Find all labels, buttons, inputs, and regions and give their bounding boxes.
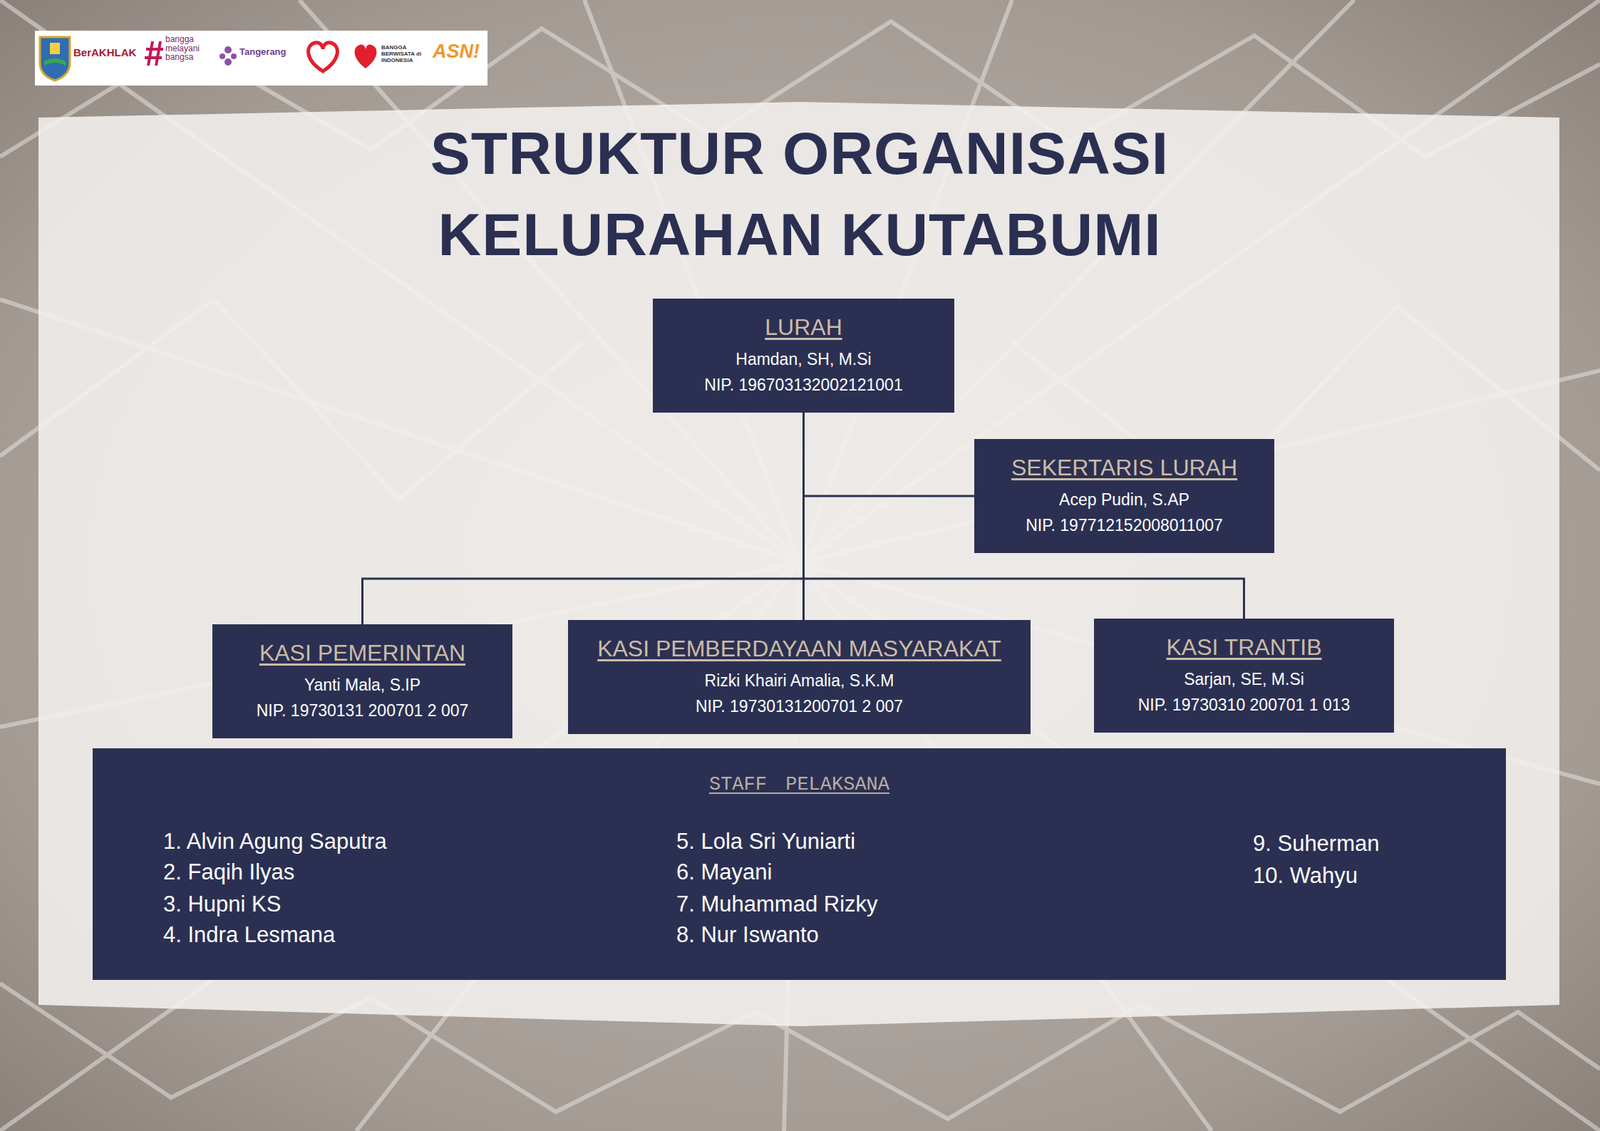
person-info: NIP. 19730131200701 2 007 xyxy=(695,694,903,720)
logo-text: BerAKHLAK xyxy=(73,47,142,60)
text-slot: 4. Indra Lesmana xyxy=(163,920,335,950)
title-slot: STRUKTUR ORGANISASI KELURAHAN KUTABUMI xyxy=(336,112,1263,276)
label-slot: bangga melayani bangsa xyxy=(165,34,209,63)
staff-name: 9. Suherman xyxy=(1252,829,1380,859)
position-title: KASI TRANTIB xyxy=(1165,632,1322,662)
person-info: Rizki Khairi Amalia, S.K.M xyxy=(704,668,895,695)
text-slot: 7. Muhammad Rizky xyxy=(676,890,879,919)
logo-text: bangga melayani bangsa xyxy=(165,34,209,63)
position-title: KASI PEMERINTAN xyxy=(259,638,466,668)
position-box: KASI PEMBERDAYAAN MASYARAKAT Rizki Khairi… xyxy=(568,620,1031,735)
label-slot: Tangerang xyxy=(239,47,304,58)
person-info: Acep Pudin, S.AP xyxy=(1059,487,1190,514)
text-slot: 2. Faqih Ilyas xyxy=(163,858,295,887)
logo-strip xyxy=(34,30,488,86)
person-info: NIP. 19730131 200701 2 007 xyxy=(256,698,469,725)
logo-text: Tangerang xyxy=(239,47,304,58)
label-slot: ASN! xyxy=(432,41,484,63)
staff-name: 8. Nur Iswanto xyxy=(676,920,819,950)
person-info: Hamdan, SH, M.Si xyxy=(735,347,871,373)
logo-text: ASN! xyxy=(432,41,484,63)
person-info: NIP. 197712152008011007 xyxy=(1025,513,1223,539)
position-box: KASI TRANTIB Sarjan, SE, M.SiNIP. 1973031… xyxy=(1093,618,1395,733)
position-box: SEKERTARIS LURAH Acep Pudin, S.APNIP. 197… xyxy=(974,439,1275,554)
text-slot: STAFF PELAKSANA xyxy=(92,772,1506,797)
chart-title: STRUKTUR ORGANISASI KELURAHAN KUTABUMI xyxy=(336,112,1263,276)
text-slot: 6. Mayani xyxy=(676,858,772,887)
position-title: SEKERTARIS LURAH xyxy=(1011,453,1238,482)
staff-name: 4. Indra Lesmana xyxy=(163,920,335,950)
staff-name: 7. Muhammad Rizky xyxy=(676,890,879,919)
person-info: NIP. 19730310 200701 1 013 xyxy=(1138,692,1351,719)
staff-band: STAFF PELAKSANA 1. Alvin Agung Saputra2. … xyxy=(92,748,1506,980)
staff-name: 2. Faqih Ilyas xyxy=(163,858,295,887)
text-slot: 9. Suherman xyxy=(1252,829,1380,859)
text-slot: 3. Hupni KS xyxy=(163,890,281,919)
label-slot: BerAKHLAK xyxy=(73,47,142,60)
text-slot: 5. Lola Sri Yuniarti xyxy=(676,827,856,856)
staff-name: 5. Lola Sri Yuniarti xyxy=(676,827,856,856)
text-slot: 8. Nur Iswanto xyxy=(676,920,819,950)
person-info: NIP. 196703132002121001 xyxy=(704,372,903,399)
position-box: LURAH Hamdan, SH, M.SiNIP. 19670313200212… xyxy=(652,298,955,413)
position-title: KASI PEMBERDAYAAN MASYARAKAT xyxy=(597,634,1002,663)
position-box: KASI PEMERINTAN Yanti Mala, S.IPNIP. 1973… xyxy=(212,624,513,739)
org-connector xyxy=(803,412,975,497)
staff-name: 6. Mayani xyxy=(676,858,772,887)
org-connector xyxy=(362,412,804,625)
staff-name: 3. Hupni KS xyxy=(163,890,281,919)
staff-name: 1. Alvin Agung Saputra xyxy=(163,827,387,856)
band-heading: STAFF PELAKSANA xyxy=(92,772,1506,797)
position-title: LURAH xyxy=(764,312,842,342)
person-info: Yanti Mala, S.IP xyxy=(304,672,421,699)
label-slot: BANGGA BERWISATA di INDONESIA xyxy=(381,44,430,65)
logo-text: BANGGA BERWISATA di INDONESIA xyxy=(381,44,430,65)
text-slot: 10. Wahyu xyxy=(1252,861,1358,891)
person-info: Sarjan, SE, M.Si xyxy=(1183,667,1305,693)
staff-name: 10. Wahyu xyxy=(1252,861,1358,891)
text-slot: 1. Alvin Agung Saputra xyxy=(163,827,387,856)
